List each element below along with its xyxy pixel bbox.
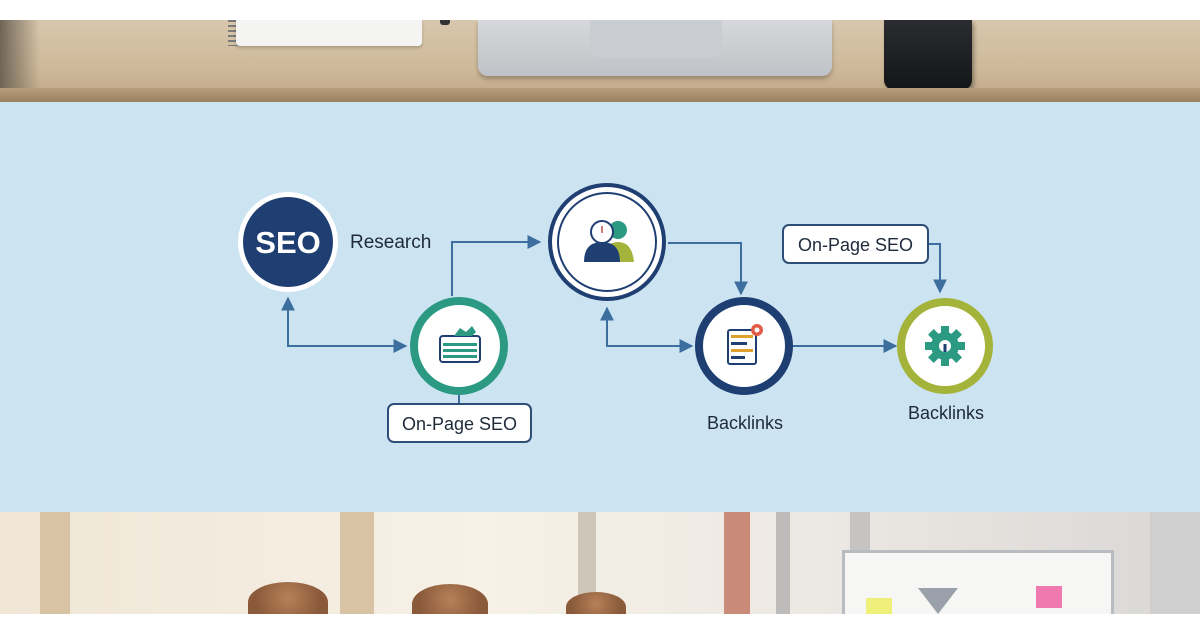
window-frame bbox=[724, 512, 750, 614]
connector-seo-to-onpage bbox=[281, 296, 408, 353]
backlinks-middle-label: Backlinks bbox=[707, 413, 783, 433]
on-page-label-text: On-Page SEO bbox=[402, 414, 517, 434]
pen bbox=[440, 20, 450, 25]
wall bbox=[1150, 512, 1200, 614]
people-analysis-icon bbox=[584, 220, 634, 262]
window-frame bbox=[578, 512, 596, 614]
desk-photo bbox=[0, 20, 1200, 102]
gear-node bbox=[897, 298, 993, 394]
seo-flow-diagram: SEO Research On-Page SEO bbox=[238, 183, 993, 443]
on-page-top-label-text: On-Page SEO bbox=[798, 235, 913, 255]
backlinks-right-label: Backlinks bbox=[908, 403, 984, 423]
smartphone bbox=[884, 20, 972, 90]
on-page-top-label-box: On-Page SEO bbox=[782, 224, 929, 264]
connector-team-to-backlinks bbox=[668, 242, 748, 296]
person-head bbox=[566, 592, 626, 614]
sticky-note bbox=[1036, 586, 1062, 608]
window-frame bbox=[776, 512, 790, 614]
backlinks-node bbox=[695, 297, 793, 395]
desk-edge bbox=[0, 88, 1200, 102]
bottom-margin bbox=[0, 614, 1200, 630]
office-photo bbox=[0, 512, 1200, 614]
gear-icon bbox=[925, 326, 965, 366]
browser-edit-icon bbox=[439, 326, 481, 363]
connector-onpage-to-team bbox=[451, 235, 542, 296]
person-head bbox=[412, 584, 488, 614]
notebook bbox=[236, 20, 422, 46]
seo-badge: SEO bbox=[238, 192, 338, 292]
research-label: Research bbox=[350, 232, 431, 253]
seo-badge-text: SEO bbox=[255, 225, 320, 260]
laptop-trackpad bbox=[590, 20, 722, 58]
seo-diagram-panel: SEO Research On-Page SEO bbox=[0, 102, 1200, 512]
funnel-drawing bbox=[918, 588, 958, 614]
on-page-node bbox=[410, 297, 508, 395]
connector-label-to-gear bbox=[928, 243, 947, 294]
team-node bbox=[548, 183, 666, 301]
connector-team-backlinks-loop bbox=[600, 306, 694, 353]
person-head bbox=[248, 582, 328, 614]
window-frame bbox=[40, 512, 70, 614]
document-link-icon bbox=[727, 324, 763, 365]
window-frame bbox=[340, 512, 374, 614]
on-page-label-box: On-Page SEO bbox=[387, 403, 532, 443]
